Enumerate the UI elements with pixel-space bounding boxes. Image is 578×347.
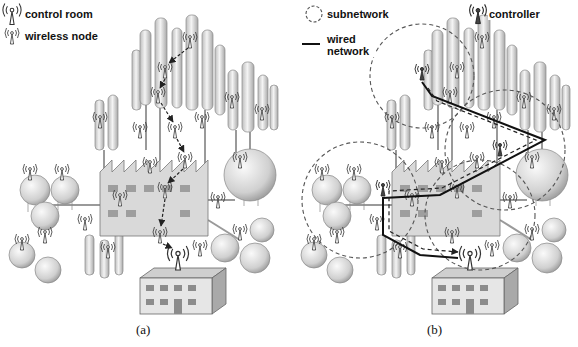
legend-text: control room [24,8,94,20]
legend-text: controller [488,8,541,20]
wired-route-arrow [389,88,536,252]
legend-text: subnetwork [326,8,390,20]
legend-text: wireless node [24,30,99,42]
wired-network-line [383,82,545,258]
panel-b-illustration [301,4,570,314]
wired-network-symbol [302,43,320,45]
control-room-symbol [3,4,21,25]
panel-caption: (a) [134,322,152,337]
panel-a-illustration [3,4,278,314]
subnetwork-symbol [306,6,322,22]
panel-caption: (b) [425,322,444,337]
multihop-arrows [160,48,188,248]
controller-symbol [470,4,487,23]
wireless-node-symbol [5,28,19,44]
legend-text: wired network [326,33,376,57]
subnetwork-circles [302,24,565,270]
